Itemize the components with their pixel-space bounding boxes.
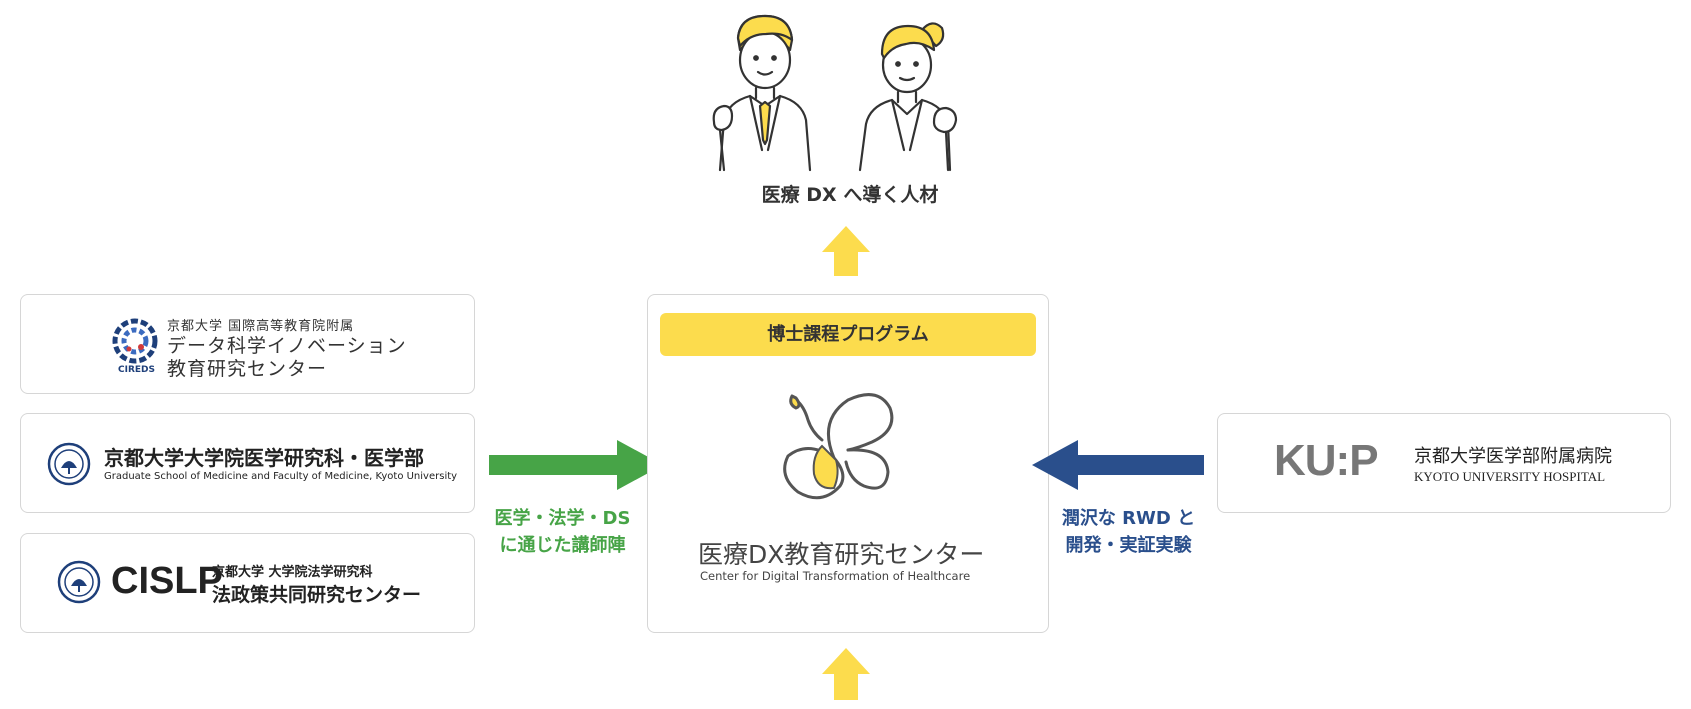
cislp-card: CISLP 京都大学 大学院法学研究科 法政策共同研究センター (20, 533, 475, 633)
left-arrow-label-line2: に通じた講師陣 (499, 535, 626, 556)
cislp-line1: 京都大学 大学院法学研究科 (212, 565, 373, 580)
center-subtitle: Center for Digital Transformation of Hea… (700, 569, 971, 583)
arrow-left-blue (1032, 440, 1204, 490)
butterfly-logo-icon (783, 393, 894, 500)
right-arrow-label: 潤沢な RWD と 開発・実証実験 (1036, 505, 1221, 559)
kyoto-university-seal-icon (57, 560, 101, 604)
cislp-line2: 法政策共同研究センター (212, 584, 422, 606)
arrow-right-green (489, 440, 663, 490)
center-card: 博士課程プログラム 医療DX教育研究センター Center for Digita… (647, 294, 1049, 633)
grad-school-title: 京都大学大学院医学研究科・医学部 (104, 446, 424, 470)
arrow-up-bottom (822, 648, 870, 700)
kuhp-logo: KU:P (1274, 436, 1379, 485)
cireds-logo-icon (112, 318, 158, 364)
right-arrow-label-line1: 潤沢な RWD と (1061, 508, 1196, 529)
grad-school-subtitle: Graduate School of Medicine and Faculty … (104, 471, 458, 482)
right-arrow-label-line2: 開発・実証実験 (1065, 535, 1192, 556)
kuhp-name-en: KYOTO UNIVERSITY HOSPITAL (1414, 469, 1606, 484)
arrow-up-top (822, 226, 870, 276)
left-arrow-label-line1: 医学・法学・DS (494, 508, 631, 529)
kuhp-name-jp: 京都大学医学部附属病院 (1414, 446, 1612, 467)
center-title: 医療DX教育研究センター (698, 540, 985, 569)
cislp-mark: CISLP (111, 560, 223, 602)
cireds-line3: 教育研究センター (167, 358, 328, 380)
male-student-icon (712, 14, 812, 172)
talent-caption: 医療 DX へ導く人材 (761, 184, 939, 206)
program-banner: 博士課程プログラム (660, 313, 1036, 356)
cireds-tag: CIREDS (118, 365, 155, 375)
cireds-line1: 京都大学 国際高等教育院附属 (167, 319, 355, 334)
kyoto-university-seal-icon (47, 442, 91, 486)
students-illustration (712, 14, 958, 172)
kuhp-card: KU:P 京都大学医学部附属病院 KYOTO UNIVERSITY HOSPIT… (1217, 413, 1671, 513)
left-arrow-label: 医学・法学・DS に通じた講師陣 (470, 505, 655, 559)
female-student-icon (858, 22, 958, 172)
cireds-line2: データ科学イノベーション (167, 335, 407, 357)
cireds-card: CIREDS 京都大学 国際高等教育院附属 データ科学イノベーション 教育研究セ… (20, 294, 475, 394)
grad-school-card: 京都大学大学院医学研究科・医学部 Graduate School of Medi… (20, 413, 475, 513)
